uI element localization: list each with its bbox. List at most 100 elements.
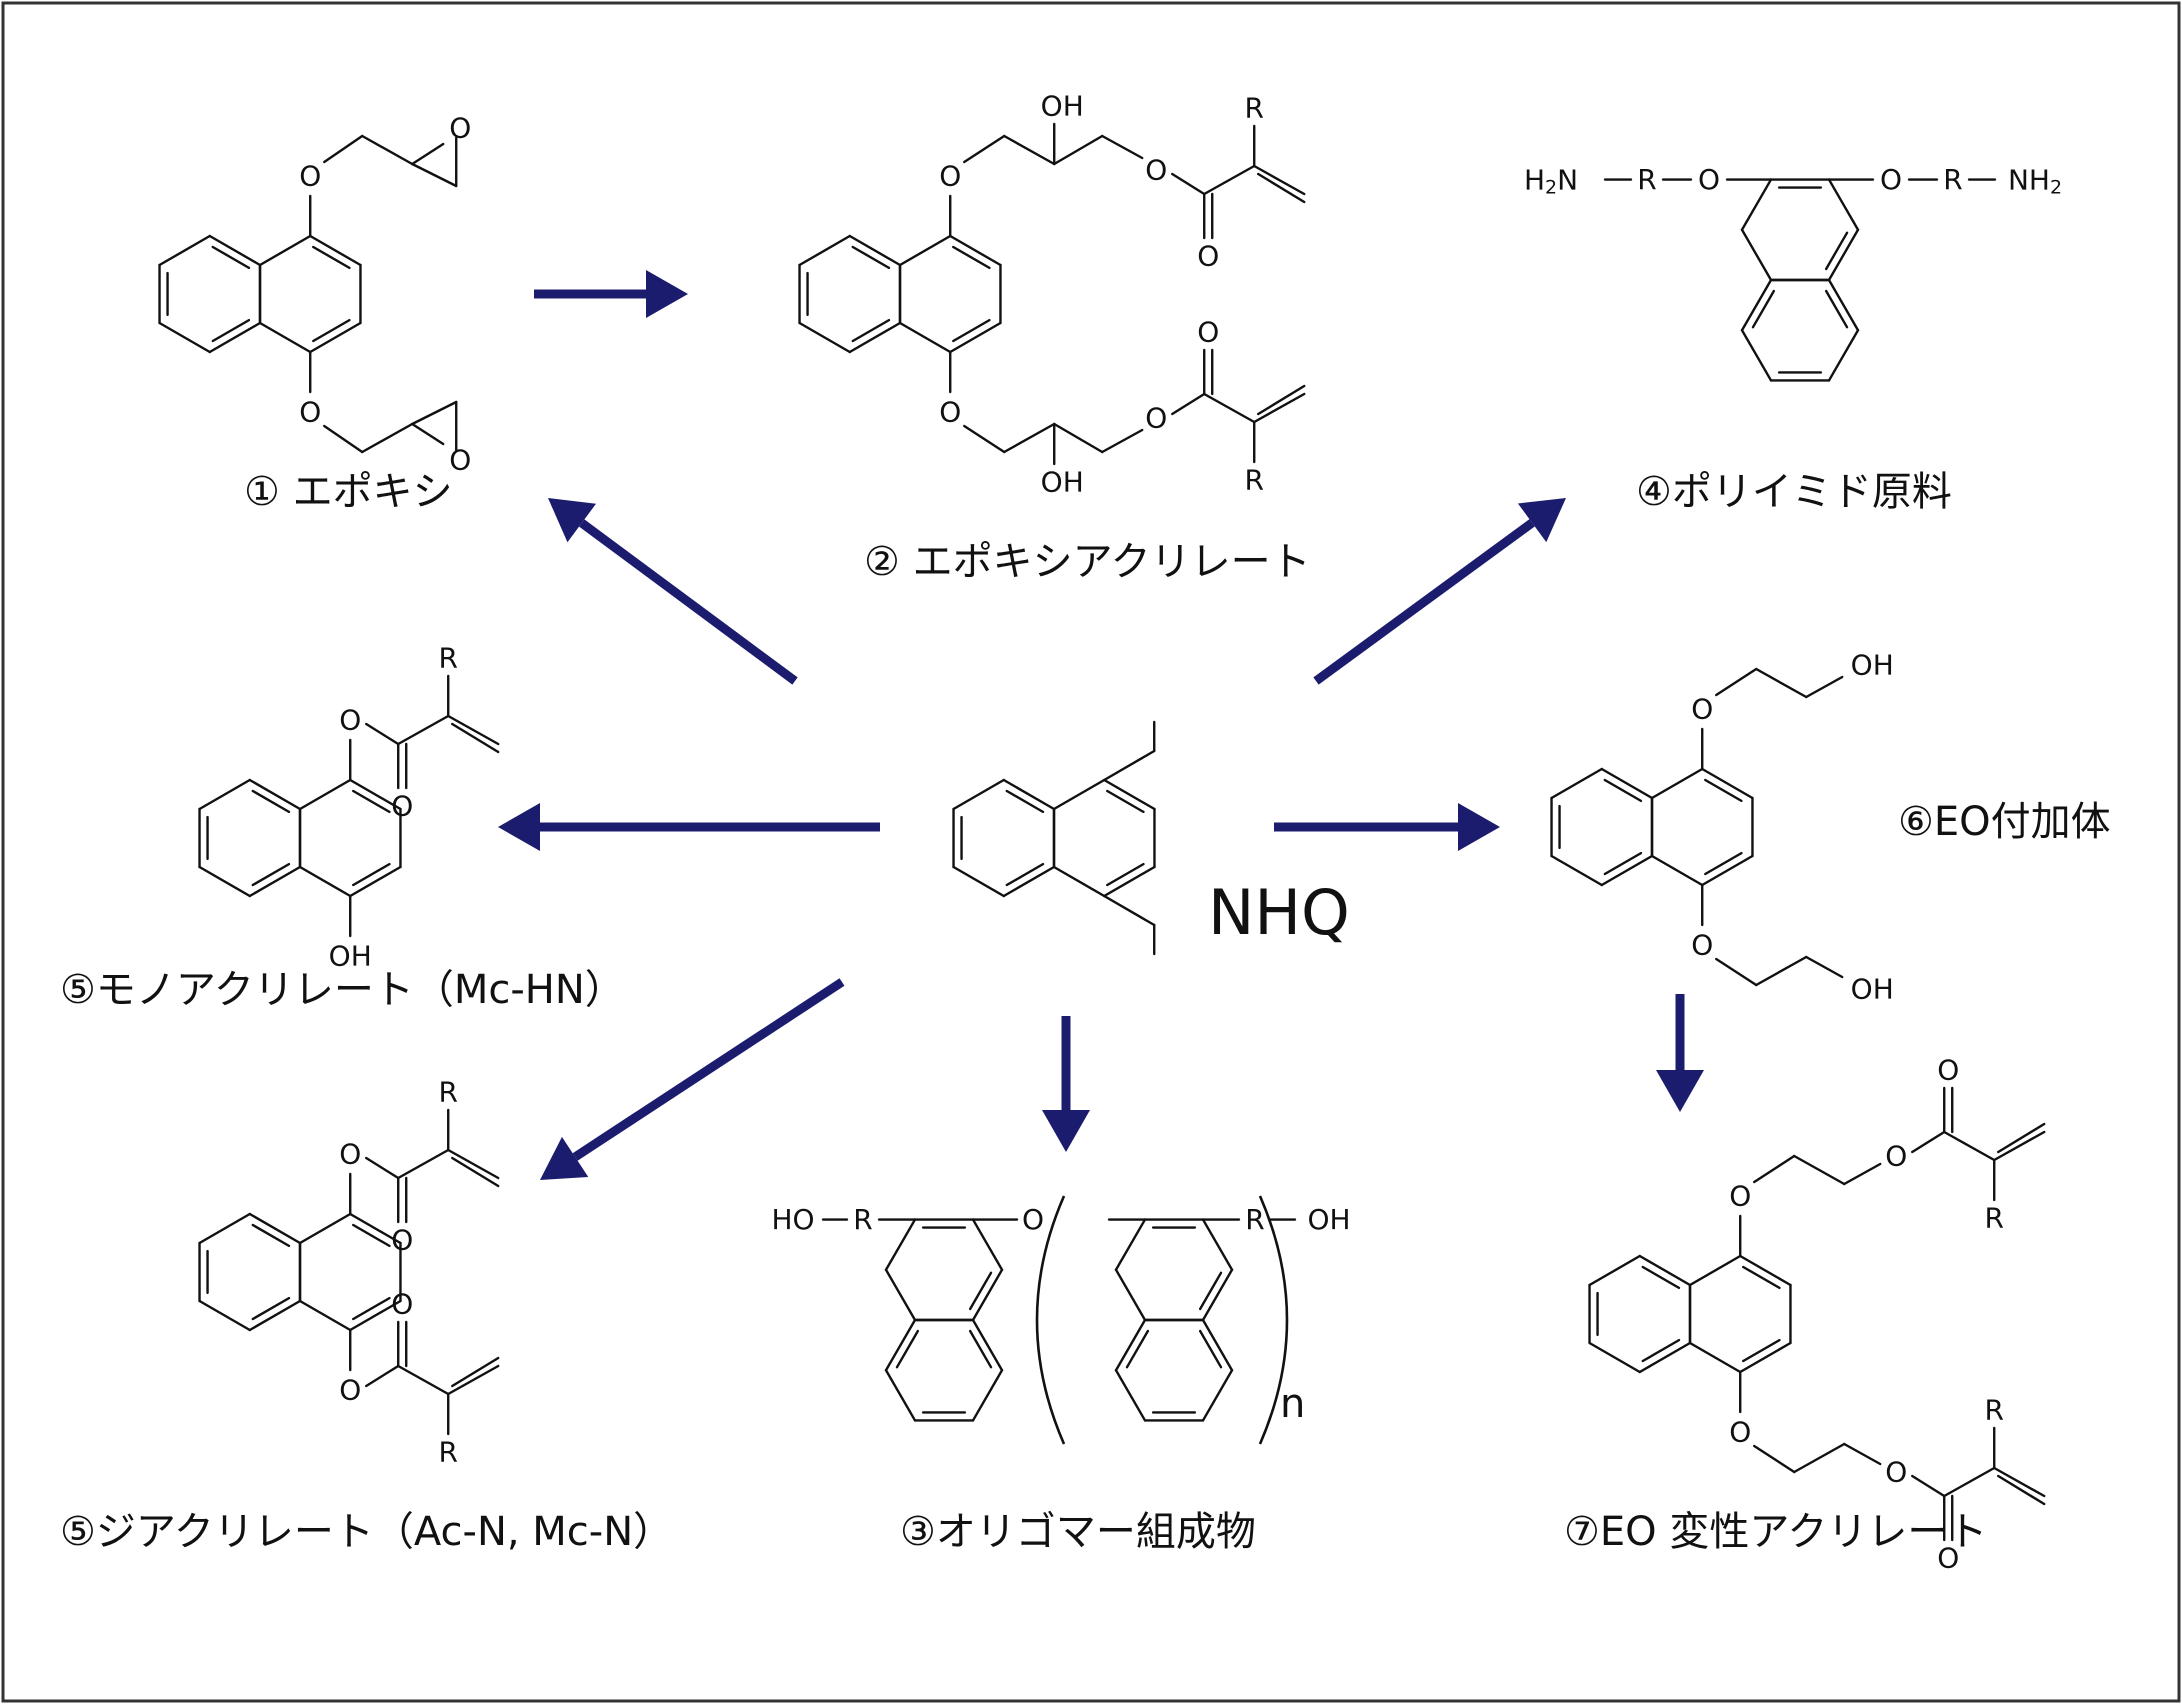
bond	[248, 1212, 302, 1245]
bond	[1793, 1442, 1846, 1474]
atom-label: O	[1691, 929, 1713, 962]
bond	[952, 865, 1005, 898]
atom-label: R	[1245, 1203, 1264, 1236]
bond	[1052, 778, 1106, 811]
bond	[971, 1268, 1004, 1322]
atom-label: O	[299, 396, 321, 429]
bond	[1198, 1329, 1223, 1369]
bond	[198, 778, 251, 811]
bond	[952, 318, 991, 343]
atom-label: O	[391, 790, 413, 823]
atom-label: O	[1885, 1140, 1907, 1173]
bond	[1740, 329, 1773, 382]
bond	[447, 1148, 500, 1180]
bond	[352, 1223, 391, 1248]
bond	[298, 865, 352, 898]
label-monoacrylate: ⑤モノアクリレート（Mc-HN）	[60, 967, 625, 1013]
arrow-head	[1042, 1110, 1090, 1152]
bond	[952, 778, 1005, 811]
atom-label: O	[1729, 1416, 1751, 1449]
bond	[1005, 862, 1045, 887]
arrow-to-epoxy-acrylate	[534, 270, 688, 318]
bond	[1701, 854, 1754, 887]
bond	[1638, 1254, 1692, 1287]
bond	[211, 318, 251, 343]
arrow-to-diacrylate	[540, 978, 845, 1180]
bond	[1600, 767, 1654, 800]
bond	[208, 234, 262, 267]
bond	[198, 865, 251, 898]
atom-label: OH	[1307, 1203, 1350, 1236]
bond	[352, 862, 391, 887]
bond	[411, 422, 445, 446]
bond	[963, 424, 1006, 454]
atom-label: O	[339, 1138, 361, 1171]
bond	[312, 318, 351, 343]
bond	[1114, 1369, 1147, 1422]
bond	[1201, 1369, 1234, 1422]
atom-label: HO	[771, 1203, 814, 1236]
label-epoxy: ① エポキシ	[244, 469, 453, 515]
bond	[798, 321, 851, 354]
atom-label: O	[1691, 693, 1713, 726]
bond	[1106, 789, 1145, 814]
arrow-shaft	[1313, 519, 1535, 685]
bond	[1739, 1341, 1792, 1374]
bond	[1641, 1338, 1681, 1363]
bond	[884, 1218, 917, 1271]
bond	[298, 1212, 352, 1245]
bond	[1005, 789, 1045, 814]
label-polyimide-material: ④ポリイミド原料	[1636, 469, 1952, 515]
arrow-to-monoacrylate	[498, 803, 880, 851]
label-eo-modified-acrylate: ⑦EO 変性アクリレート	[1564, 1509, 1988, 1555]
bond	[1827, 278, 1860, 332]
arrow-to-oligomer	[1042, 1016, 1090, 1152]
atom-label: H2N	[1524, 163, 1578, 199]
bond	[1103, 749, 1156, 782]
bond	[411, 142, 445, 166]
bond	[1588, 1254, 1641, 1287]
atom-label: O	[1197, 316, 1219, 349]
bond	[971, 1318, 1004, 1372]
bond	[1101, 134, 1144, 160]
atom-label: R	[1984, 1202, 2003, 1235]
repeat-bracket-right	[1258, 1195, 1289, 1445]
bond	[884, 1268, 917, 1322]
bond	[1588, 1341, 1641, 1374]
bond	[365, 1364, 400, 1388]
bond	[968, 1329, 993, 1369]
bond	[1053, 134, 1104, 166]
arrow-to-epoxy	[548, 498, 798, 685]
bond	[1715, 957, 1758, 987]
bond	[851, 318, 891, 343]
atom-label: O	[299, 160, 321, 193]
atom-label: O	[1937, 1054, 1959, 1087]
bond	[884, 1369, 917, 1422]
arrow-head	[1517, 498, 1566, 543]
bond	[1053, 422, 1104, 454]
repeat-bracket-left	[1035, 1195, 1066, 1445]
arrow-to-eo-adduct	[1274, 803, 1500, 851]
bond	[1550, 767, 1603, 800]
label-eo-adduct: ⑥EO付加体	[1898, 799, 2111, 845]
bond	[1253, 392, 1306, 424]
bond	[898, 321, 952, 354]
bond	[349, 1212, 402, 1245]
atom-label: R	[1244, 464, 1263, 497]
bond	[1911, 1474, 1946, 1498]
bond	[1103, 894, 1156, 927]
atom-label: OH	[1041, 466, 1084, 499]
bond	[1257, 172, 1306, 204]
bond	[309, 234, 362, 267]
bond	[1603, 778, 1643, 803]
arrow-head	[540, 1136, 589, 1180]
bond	[258, 321, 312, 354]
atom-label: O	[939, 160, 961, 193]
atom-label: R	[1244, 92, 1263, 125]
bond	[349, 778, 402, 811]
bond	[251, 1296, 291, 1321]
